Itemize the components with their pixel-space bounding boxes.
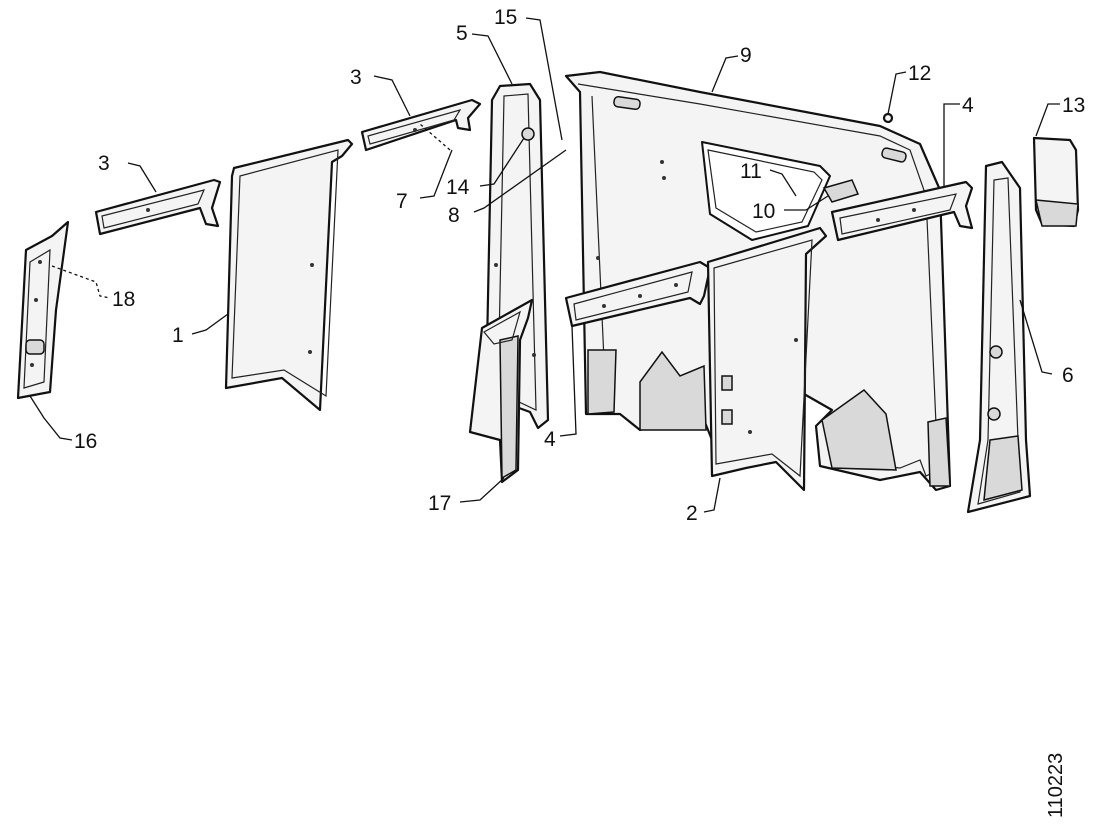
callout-18: 18 [112, 288, 135, 311]
callout-10: 10 [752, 200, 775, 223]
drawing-reference-number: 110223 [1045, 753, 1067, 818]
part-10-handle [822, 179, 860, 203]
part-6-right-pillar-trim [966, 160, 1032, 514]
part-13-box-cover [1032, 136, 1080, 228]
callout-16: 16 [74, 430, 97, 453]
callout-2: 2 [686, 502, 698, 525]
callout-14: 14 [446, 176, 470, 199]
callout-4-lower: 4 [544, 428, 556, 451]
callout-7: 7 [396, 190, 408, 213]
callout-12: 12 [908, 62, 931, 85]
callout-15: 15 [494, 6, 517, 29]
callout-5: 5 [456, 22, 468, 45]
callout-3-left: 3 [98, 152, 110, 175]
leader-lines [29, 17, 1060, 513]
callout-3-upper: 3 [350, 66, 362, 89]
callout-8: 8 [448, 204, 460, 227]
part-12-clip [882, 112, 894, 124]
part-3-left-trim-strip [94, 178, 222, 236]
part-1-large-side-panel [224, 138, 354, 412]
callout-11: 11 [740, 160, 762, 183]
callout-1: 1 [172, 324, 184, 347]
part-2-front-panel [706, 226, 828, 492]
part-4-lower-trim-strip [564, 260, 712, 328]
callout-labels: 1 2 3 3 4 4 5 6 7 8 9 10 11 12 13 14 15 … [74, 6, 1085, 525]
callout-6: 6 [1062, 364, 1074, 387]
callout-4-upper: 4 [962, 94, 974, 117]
callout-13: 13 [1062, 94, 1085, 117]
part-17-lower-pillar-trim [468, 298, 534, 484]
callout-17: 17 [428, 492, 451, 515]
part-16-left-pillar-trim [16, 220, 70, 400]
callout-9: 9 [740, 44, 752, 67]
part-4-upper-trim-strip [830, 180, 974, 242]
